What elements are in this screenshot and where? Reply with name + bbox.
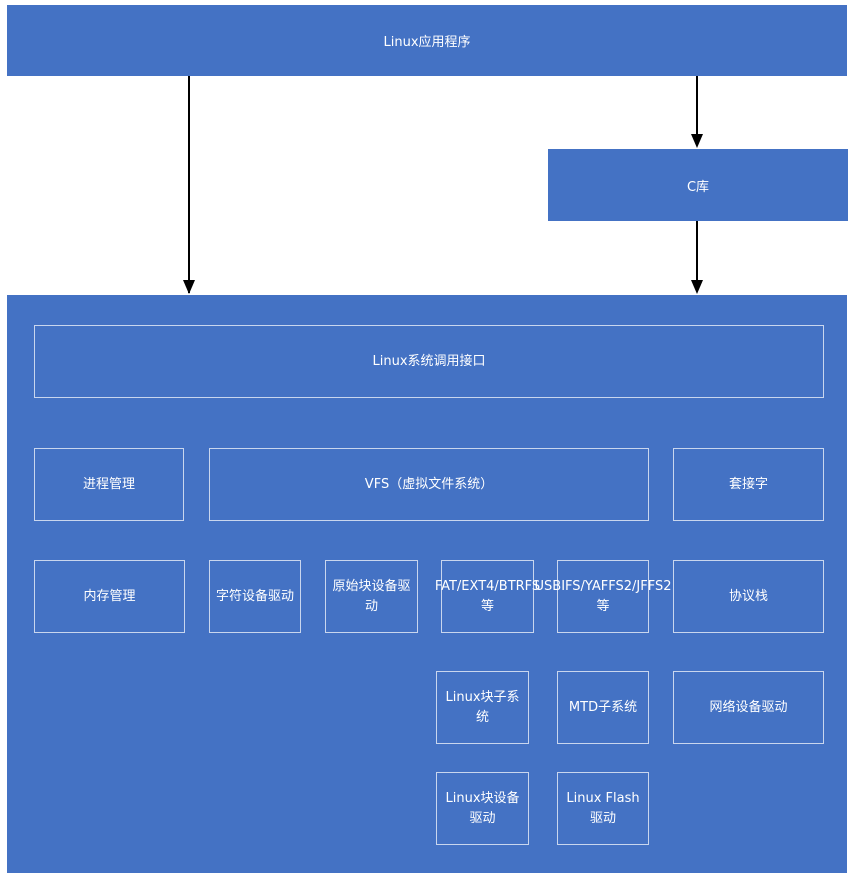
linux-flash-driver-label: Linux Flash驱动 [566,790,640,826]
protocol-stack-box: 协议栈 [673,560,824,633]
char-device-driver-box: 字符设备驱动 [209,560,301,633]
linux-block-subsystem-label: Linux块子系统 [445,689,520,725]
arrowhead-clib-to-kernel [691,280,703,294]
process-management-label: 进程管理 [82,476,135,492]
network-device-driver-box: 网络设备驱动 [673,671,824,744]
protocol-stack-label: 协议栈 [728,588,768,604]
memory-management-label: 内存管理 [83,588,136,604]
usbifs-yaffs2-jffs2-box: USBIFS/YAFFS2/JFFS2等 [535,560,671,633]
fat-ext4-btrfs-label: FAT/EXT4/BTRFS等 [434,578,541,614]
syscall-interface-box: Linux系统调用接口 [34,325,824,398]
char-device-driver-label: 字符设备驱动 [215,588,294,604]
raw-block-device-driver-label: 原始块设备驱动 [332,578,411,614]
mtd-subsystem-box: MTD子系统 [557,671,649,744]
linux-block-device-driver-label: Linux块设备驱动 [445,790,520,826]
raw-block-device-driver-box: 原始块设备驱动 [325,560,418,633]
linux-block-subsystem-box: Linux块子系统 [436,671,529,744]
vfs-label: VFS（虚拟文件系统） [364,476,494,492]
socket-box: 套接字 [673,448,824,521]
arrowhead-app-to-clib [691,134,703,148]
vfs-box: VFS（虚拟文件系统） [209,448,649,521]
arrowhead-app-to-kernel [183,280,195,294]
network-device-driver-label: 网络设备驱动 [709,699,788,715]
socket-label: 套接字 [728,476,768,492]
syscall-interface-label: Linux系统调用接口 [372,353,486,369]
linux-application-box: Linux应用程序 [7,5,847,76]
usbifs-yaffs2-jffs2-label: USBIFS/YAFFS2/JFFS2等 [534,578,672,614]
mtd-subsystem-label: MTD子系统 [568,699,638,715]
c-library-label: C库 [686,179,710,195]
c-library-box: C库 [548,149,848,221]
memory-management-box: 内存管理 [34,560,185,633]
linux-application-label: Linux应用程序 [383,35,471,50]
process-management-box: 进程管理 [34,448,184,521]
linux-block-device-driver-box: Linux块设备驱动 [436,772,529,845]
kernel-area [7,295,847,873]
linux-flash-driver-box: Linux Flash驱动 [557,772,649,845]
fat-ext4-btrfs-box: FAT/EXT4/BTRFS等 [435,560,540,633]
